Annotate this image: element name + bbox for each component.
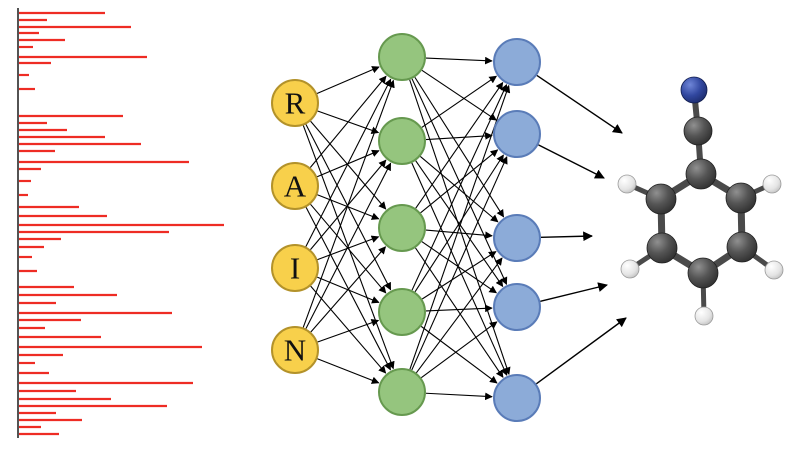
input-node: A: [271, 162, 319, 210]
hidden-output-edge: [411, 84, 508, 291]
atom-H: [620, 259, 640, 279]
hidden-output-edge: [414, 76, 505, 218]
hidden-node-circle: [378, 368, 426, 416]
atom-C: [687, 257, 719, 289]
input-node-label: R: [285, 86, 306, 121]
network-edges: [302, 56, 627, 401]
output-node: [493, 283, 541, 331]
input-hidden-edge: [302, 79, 395, 328]
hidden-node-circle: [378, 204, 426, 252]
output-node: [493, 110, 541, 158]
input-hidden-edge: [317, 194, 380, 220]
atom-H: [694, 306, 714, 326]
hidden-node-circle: [378, 117, 426, 165]
hidden-output-edge: [415, 81, 504, 209]
hidden-output-edge: [425, 229, 493, 240]
hidden-output-edge: [419, 156, 499, 223]
output-node-circle: [493, 214, 541, 262]
input-hidden-edge: [310, 120, 387, 210]
input-hidden-edge: [309, 75, 387, 168]
atom-C: [683, 116, 713, 146]
mass-spectrum: [17, 8, 224, 438]
hidden-output-edge: [421, 75, 498, 128]
input-hidden-edge: [310, 246, 387, 333]
input-node-label: N: [284, 333, 306, 368]
input-node-label: I: [290, 251, 300, 286]
hidden-output-edge: [415, 257, 503, 374]
output-node-circle: [493, 110, 541, 158]
input-node: I: [271, 244, 319, 292]
input-hidden-edge: [317, 319, 380, 343]
output-node: [493, 38, 541, 86]
input-node-circle: [271, 326, 319, 374]
input-hidden-edge: [317, 235, 380, 261]
atom-C: [646, 232, 678, 264]
hidden-node: [378, 288, 426, 336]
hidden-output-edge: [414, 154, 504, 293]
input-hidden-edge: [317, 358, 380, 384]
prediction-arrow: [540, 231, 593, 242]
hidden-output-edge: [421, 241, 498, 294]
atom-C: [726, 231, 758, 263]
hidden-node-circle: [378, 288, 426, 336]
hidden-output-edge: [425, 392, 493, 401]
output-node: [493, 214, 541, 262]
input-hidden-edge: [316, 66, 380, 95]
input-node: N: [271, 326, 319, 374]
output-node-circle: [493, 283, 541, 331]
prediction-arrow: [540, 282, 608, 302]
atom-N: [680, 76, 708, 104]
atom-C: [725, 182, 757, 214]
hidden-output-edge: [411, 162, 508, 376]
hidden-output-edge: [425, 56, 493, 65]
atom-C: [685, 158, 717, 190]
hidden-output-edge: [420, 325, 498, 384]
input-hidden-edge: [310, 285, 387, 374]
network-nodes: R A I N: [271, 33, 541, 422]
input-hidden-edge: [305, 162, 392, 329]
hidden-output-edge: [411, 156, 508, 371]
hidden-node: [378, 33, 426, 81]
output-node-circle: [493, 374, 541, 422]
hidden-node: [378, 117, 426, 165]
hidden-output-edge: [421, 69, 497, 121]
hidden-node-circle: [378, 33, 426, 81]
atom-H: [764, 260, 784, 280]
atom-H: [762, 174, 782, 194]
input-node-circle: [271, 79, 319, 127]
input-node-circle: [271, 162, 319, 210]
hidden-node: [378, 204, 426, 252]
prediction-arrow: [538, 144, 605, 179]
hidden-output-edge: [425, 132, 493, 141]
output-node: [493, 374, 541, 422]
hidden-output-edge: [425, 304, 493, 313]
hidden-output-edge: [420, 149, 499, 214]
input-hidden-edge: [305, 78, 392, 247]
hidden-output-edge: [409, 84, 511, 370]
molecule-benzonitrile: [617, 76, 784, 326]
hidden-output-edge: [421, 251, 497, 300]
input-node-circle: [271, 244, 319, 292]
atom-C: [645, 183, 677, 215]
input-node: R: [271, 79, 319, 127]
atom-H: [617, 174, 637, 194]
input-node-label: A: [284, 169, 307, 204]
output-node-circle: [493, 38, 541, 86]
hidden-output-edge: [420, 321, 498, 379]
hidden-node: [378, 368, 426, 416]
prediction-arrow: [536, 74, 623, 134]
prediction-arrow: [535, 317, 627, 385]
